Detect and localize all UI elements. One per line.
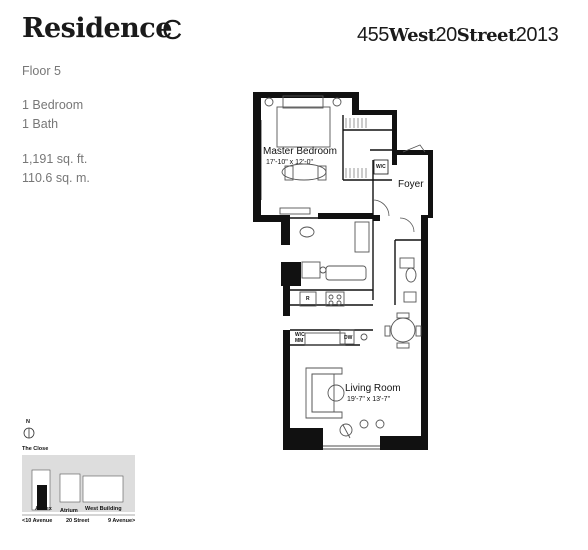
bedroom-count: 1 Bedroom <box>22 98 84 112</box>
address-west: West <box>388 25 436 46</box>
key-label-atrium: Atrium <box>60 508 78 514</box>
floor-label: Floor 5 <box>22 64 61 78</box>
street-20-street: 20 Street <box>66 518 90 524</box>
dishwasher-label: DW <box>344 335 353 341</box>
kitchen-fixtures <box>299 291 368 346</box>
living-room-dims: 19'-7" x 13'-7" <box>347 396 391 403</box>
wic-mm-label: W/C MM <box>295 332 305 344</box>
closet-shelving <box>345 118 367 178</box>
interior-walls <box>290 115 421 346</box>
compass-label: N <box>26 419 30 425</box>
wic-box <box>373 159 389 175</box>
address-number-1: 455 <box>357 24 389 46</box>
bath-count: 1 Bath <box>22 117 59 131</box>
exterior-walls <box>253 92 433 450</box>
street-10-avenue: <10 Avenue <box>22 518 53 524</box>
living-room-label: Living Room <box>345 383 401 394</box>
bathroom-fixtures <box>299 221 417 303</box>
key-label-west-building: West Building <box>85 506 122 512</box>
compass-icon <box>23 427 35 439</box>
foyer-label: Foyer <box>398 179 424 190</box>
area-sqft: 1,191 sq. ft. <box>22 152 88 166</box>
bed <box>264 95 342 148</box>
residence-letter: C <box>162 14 183 45</box>
key-label-annex: Annex <box>35 506 52 512</box>
address-street: Street <box>456 25 517 46</box>
refrigerator-label: R <box>306 296 310 302</box>
address-number-3: 2013 <box>515 24 559 46</box>
street-9-avenue: 9 Avenue> <box>108 518 136 524</box>
area-sqm: 110.6 sq. m. <box>22 171 90 185</box>
building-address: 455West20Street2013 <box>357 24 559 47</box>
master-bedroom-dims: 17'-10" x 12'-0" <box>266 159 313 166</box>
wic-label: W/C <box>376 164 386 170</box>
address-number-2: 20 <box>435 24 458 46</box>
master-bedroom-label: Master Bedroom <box>263 146 337 157</box>
dining-table <box>384 312 422 349</box>
windows <box>257 120 424 450</box>
living-room-furniture <box>305 367 385 439</box>
residence-title: Residence <box>22 13 172 44</box>
key-plan-title: The Close <box>22 446 49 452</box>
bedroom-lounge <box>279 163 327 215</box>
door-swings <box>372 144 426 233</box>
